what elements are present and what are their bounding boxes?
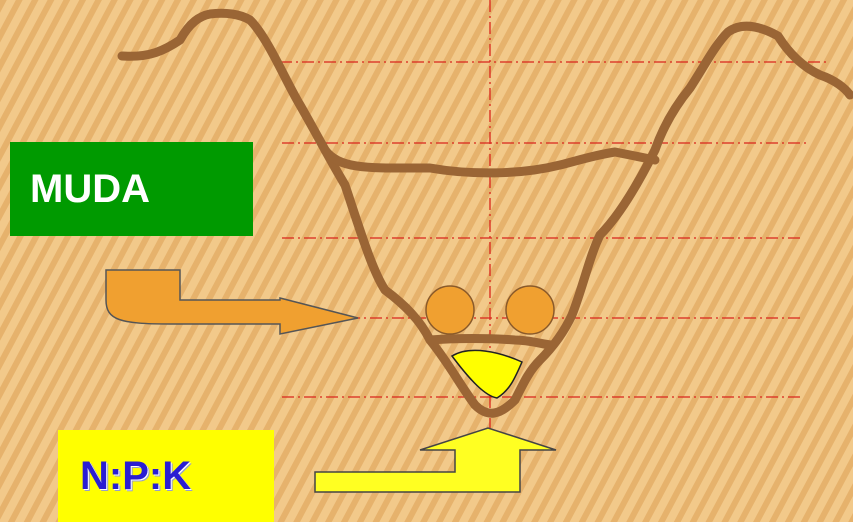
seed-left bbox=[426, 286, 474, 334]
muda-label: MUDA bbox=[30, 167, 150, 212]
seed-right bbox=[506, 286, 554, 334]
muda-label-box: MUDA bbox=[10, 142, 253, 236]
npk-label: N:P:K bbox=[80, 454, 191, 499]
npk-label-box: N:P:K bbox=[58, 430, 274, 522]
